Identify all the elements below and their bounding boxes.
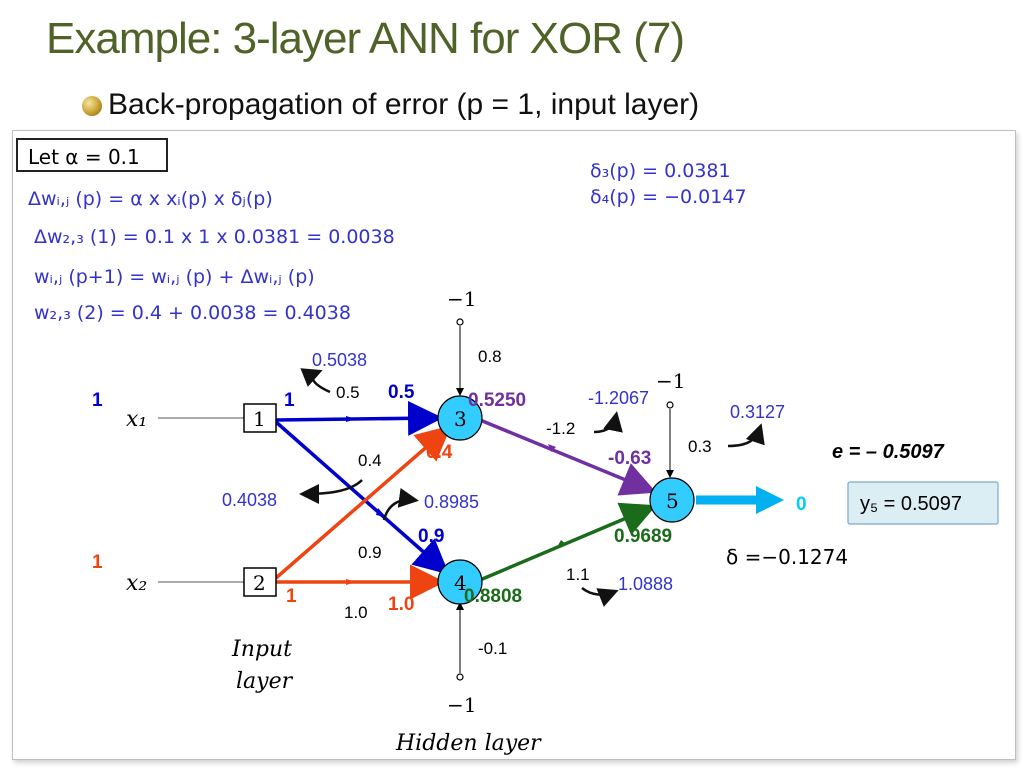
delta4-value: δ₄(p) = −0.0147 [590, 186, 747, 208]
slide-title: Example: 3-layer ANN for XOR (7) [46, 14, 685, 63]
in5-from4: 0.9689 [614, 526, 672, 547]
update-arrow-w35 [593, 411, 623, 434]
w35-label: -1.2 [546, 419, 575, 438]
w35-new: -1.2067 [588, 388, 649, 408]
alpha-box: Let α = 0.1 [16, 138, 168, 172]
neuron3-label: 3 [454, 407, 467, 431]
update-arrow-w13 [300, 368, 331, 394]
delta3-value: δ₃(p) = 0.0381 [590, 160, 731, 182]
w23-label: 0.9 [358, 543, 382, 562]
bias4-weight: -0.1 [478, 639, 507, 658]
bias3-input: −1 [447, 287, 476, 311]
node2-label: 2 [253, 571, 266, 595]
in4-from2: 1.0 [388, 594, 414, 615]
neuron-4 [437, 559, 483, 605]
content-panel [12, 130, 1016, 760]
bias4-input: −1 [447, 693, 476, 717]
in5-from3: -0.63 [608, 448, 651, 469]
y3-output: 0.5250 [468, 390, 526, 411]
x2-output: 1 [286, 586, 297, 607]
x1-output: 1 [284, 390, 295, 411]
in3-from1: 0.5 [388, 382, 415, 403]
update-arrow-w23 [382, 487, 419, 521]
w05-new: 0.3127 [730, 402, 785, 422]
x1-value: 1 [92, 390, 103, 411]
input-layer-label-2: layer [236, 669, 294, 694]
w45-new: 1.0888 [618, 574, 673, 594]
x1-label: x₁ [126, 407, 147, 432]
bias5-input: −1 [656, 369, 685, 393]
slide-bullet: Back-propagation of error (p = 1, input … [108, 88, 700, 121]
bullet-icon [82, 96, 102, 116]
input-layer-label: Input [231, 637, 292, 662]
neuron4-label: 4 [454, 571, 467, 595]
y5-box [847, 481, 999, 525]
delta5-value: δ =−0.1274 [726, 545, 848, 569]
w14-new: 0.4038 [222, 490, 277, 510]
w45-label: 1.1 [566, 565, 590, 584]
formula-dw-general: Δwᵢ,ⱼ (p) = α x xᵢ(p) x δⱼ(p) [28, 188, 273, 210]
bias3-weight: 0.8 [478, 347, 502, 366]
formula-w-update: wᵢ,ⱼ (p+1) = wᵢ,ⱼ (p) + Δwᵢ,ⱼ (p) [34, 266, 315, 288]
update-arrow-w14 [299, 479, 363, 504]
update-arrow-w05 [727, 423, 765, 448]
y4-output: 0.8808 [464, 586, 522, 607]
x2-value: 1 [92, 552, 103, 573]
w23-new: 0.8985 [424, 492, 479, 512]
in4-from1: 0.9 [418, 526, 444, 547]
neuron5-label: 5 [666, 489, 679, 513]
edge-2-3 [274, 425, 452, 580]
w13-label: 0.5 [336, 383, 360, 402]
in3-from2: 0.4 [426, 442, 453, 463]
formula-dw23: Δw₂,₃ (1) = 0.1 x 1 x 0.0381 = 0.0038 [34, 226, 395, 248]
y5-value: y₅ = 0.5097 [860, 493, 962, 515]
w13-new: 0.5038 [312, 350, 367, 370]
x2-label: x₂ [126, 571, 147, 596]
w24-label: 1.0 [344, 603, 368, 622]
update-arrow-w45 [581, 586, 619, 607]
w14-label: 0.4 [358, 451, 382, 470]
hidden-layer-label: Hidden layer [395, 731, 542, 756]
target-value: 0 [796, 494, 807, 515]
formula-w23-new: w₂,₃ (2) = 0.4 + 0.0038 = 0.4038 [34, 302, 351, 324]
neuron-5 [649, 477, 695, 523]
node1-label: 1 [253, 407, 266, 431]
error-value: e = – 0.5097 [832, 441, 945, 463]
bias5-weight: 0.3 [688, 437, 712, 456]
input-node-1 [243, 403, 277, 433]
edge-1-4 [274, 420, 450, 575]
edge-3-5 [479, 418, 657, 496]
neuron-3 [437, 395, 483, 441]
input-node-2 [243, 567, 277, 597]
